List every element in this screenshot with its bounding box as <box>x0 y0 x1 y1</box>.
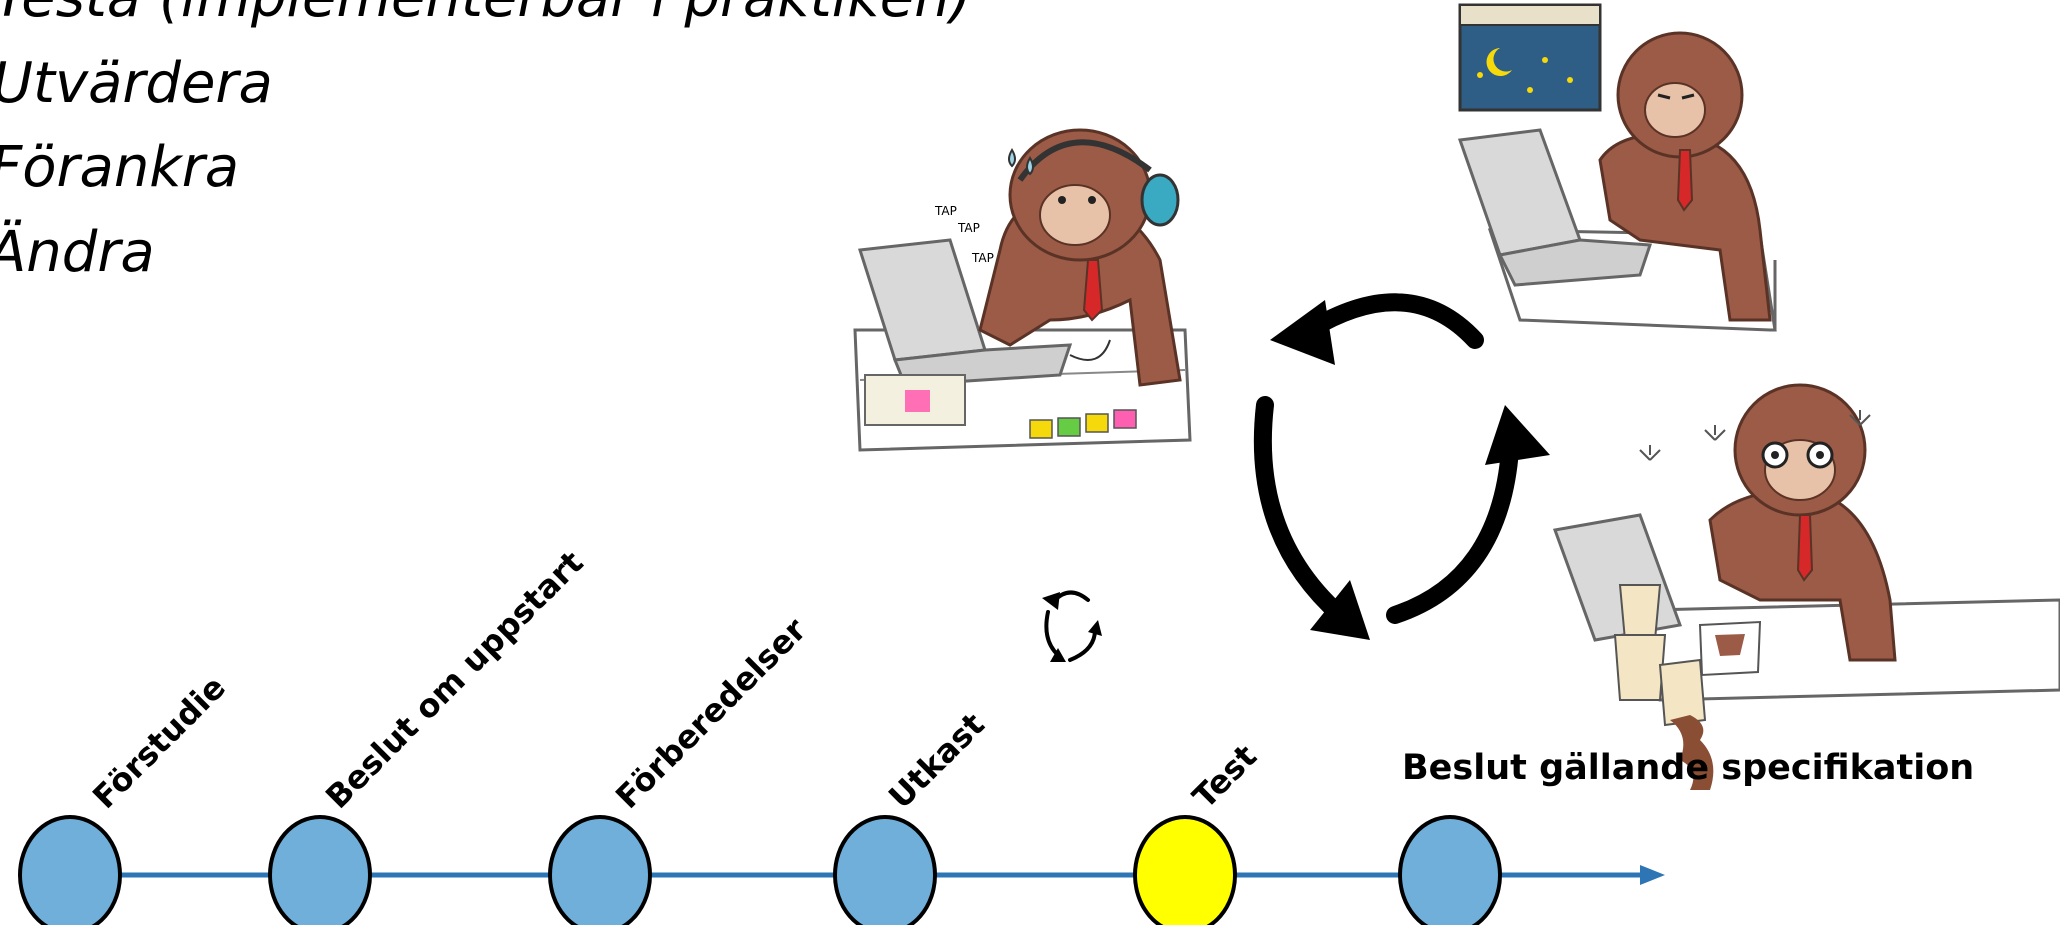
step-test: Testa (implementerbar i praktiken) <box>0 0 972 26</box>
stage-label-beslut-specifikation: Beslut gällande specifikation <box>1402 748 1975 788</box>
monkey-typing-illustration: TAP TAP TAP <box>853 128 1192 452</box>
tap-word-1: TAP <box>934 204 957 218</box>
stage-node-beslut-uppstart <box>268 815 372 925</box>
stage-node-test <box>1133 815 1237 925</box>
timeline-arrowhead <box>1640 865 1665 885</box>
step-anchor: Förankra <box>0 135 240 200</box>
step-evaluate: Utvärdera <box>0 51 273 116</box>
small-cycle-icon <box>1042 590 1102 662</box>
step-change: Ändra <box>0 220 155 285</box>
stage-node-forberedelser <box>548 815 652 925</box>
monkey-tired-illustration <box>1552 383 2060 790</box>
monkey-night-illustration <box>1457 3 1777 332</box>
tap-word-3: TAP <box>971 251 994 265</box>
stage-node-beslut-specifikation <box>1398 815 1502 925</box>
timeline <box>18 815 1665 925</box>
stage-node-utkast <box>833 815 937 925</box>
tap-word-2: TAP <box>957 221 980 235</box>
cycle-arrows-icon <box>1253 293 1550 640</box>
stage-node-forstudie <box>18 815 122 925</box>
